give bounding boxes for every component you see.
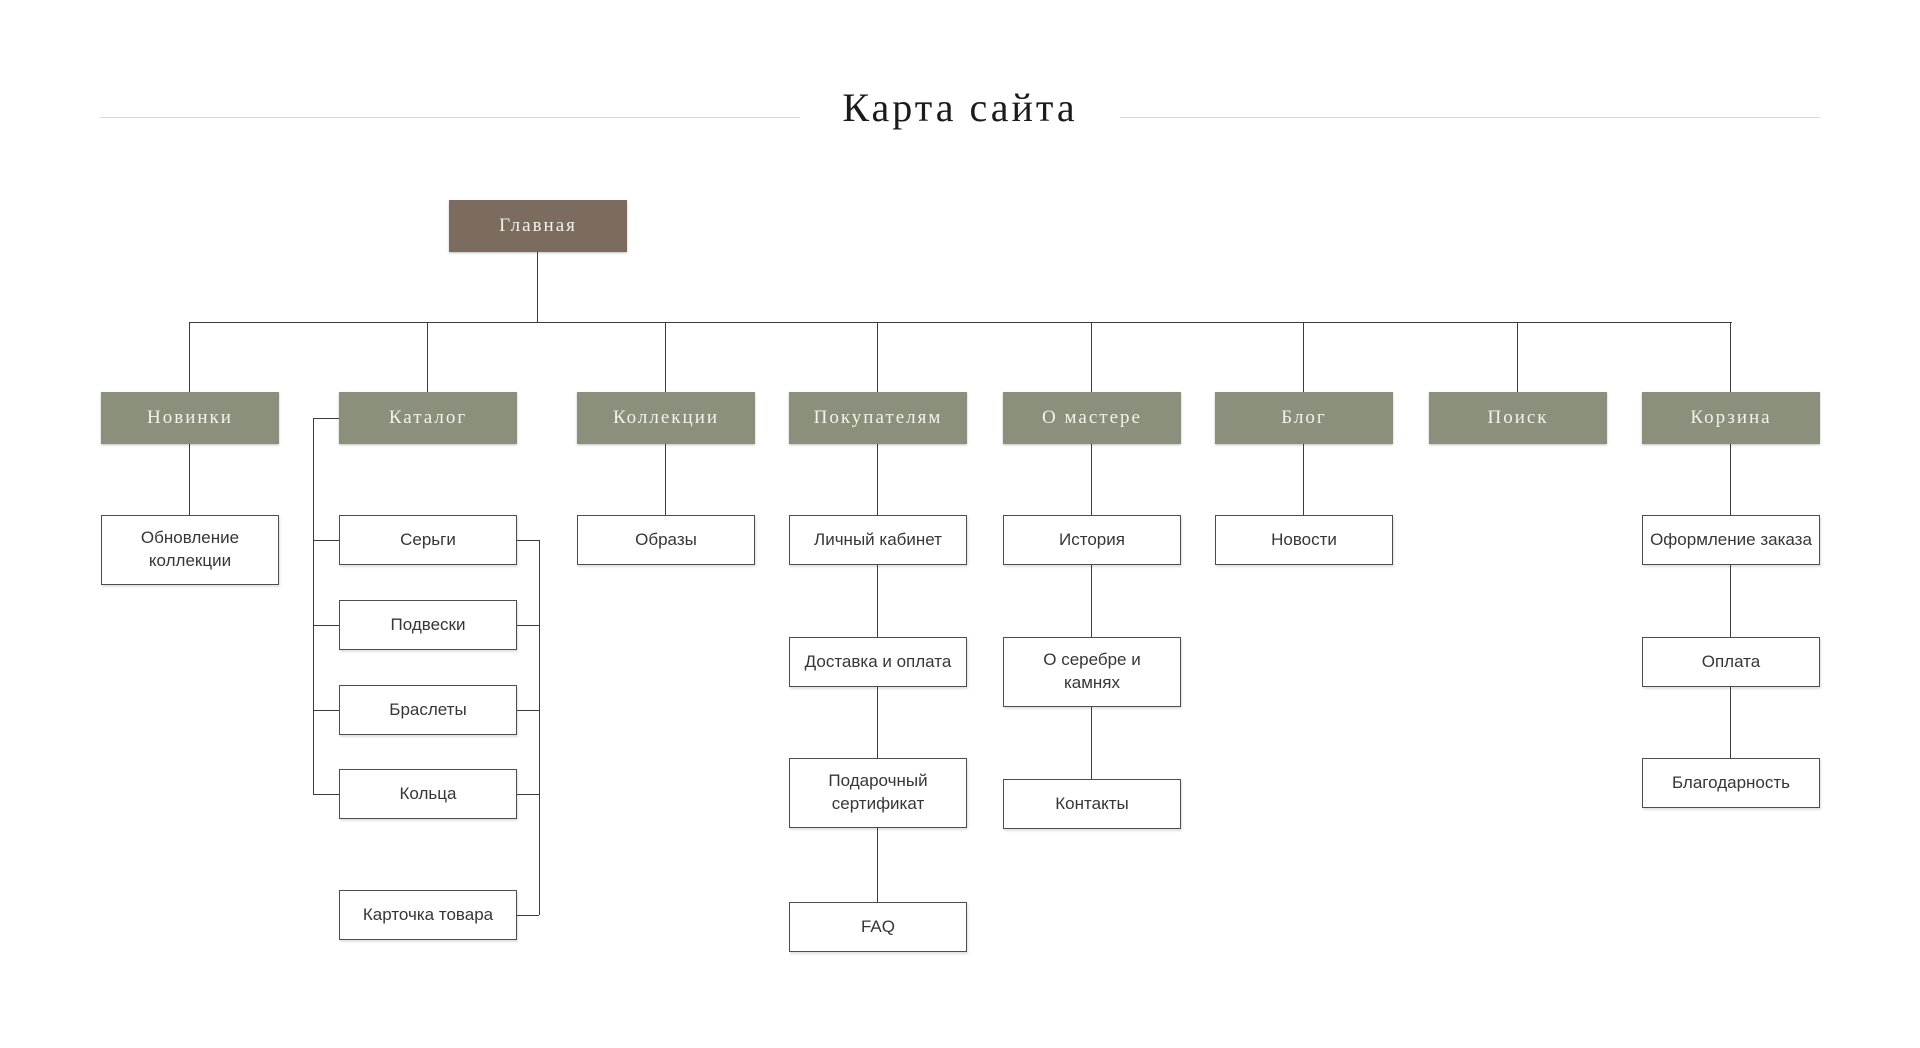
node-oformlenie-zakaza: Оформление заказа [1642,515,1820,565]
connector-line [313,418,339,419]
connector-line [189,444,190,515]
connector-line [1091,707,1092,779]
root-node-label: Главная [499,215,577,236]
section-kollekcii: Коллекции [577,392,755,444]
connector-line [877,565,878,637]
node-blagodarnost: Благодарность [1642,758,1820,808]
section-label: Корзина [1690,407,1772,428]
node-podveski: Подвески [339,600,517,650]
connector-line [313,710,339,711]
connector-line [877,687,878,758]
node-label: Оплата [1701,651,1761,671]
connector-line [313,418,314,794]
connector-line [427,322,428,392]
node-kartochka-tovara: Карточка товара [339,890,517,940]
connector-line [313,540,339,541]
node-kolca: Кольца [339,769,517,819]
connector-line [1517,322,1518,392]
connector-line [313,625,339,626]
connector-line [1091,444,1092,515]
connector-line [1091,322,1092,392]
section-korzina: Корзина [1642,392,1820,444]
node-braslety: Браслеты [339,685,517,735]
connector-line [1730,444,1731,515]
connector-line [189,322,190,392]
page-title: Карта сайта [842,85,1078,130]
section-katalog: Каталог [339,392,517,444]
connector-line [517,794,539,795]
node-oplata: Оплата [1642,637,1820,687]
root-node-glavnaya: Главная [449,200,627,252]
node-obrazy: Образы [577,515,755,565]
node-label: Обновление коллекции [140,528,240,570]
node-label: Карточка товара [362,904,494,924]
node-label: Благодарность [1671,772,1791,792]
connector-line [877,444,878,515]
node-label: Оформление заказа [1650,529,1812,549]
connector-line [517,540,539,541]
node-label: Подвески [390,614,466,634]
connector-line [877,322,878,392]
node-podarochnyj-sertifikat: Подарочный сертификат [789,758,967,828]
connector-line [517,915,539,916]
section-label: Каталог [388,407,468,428]
connector-line [877,828,878,902]
connector-line [189,322,1732,323]
connector-line [1303,322,1304,392]
node-label: История [1059,529,1125,549]
node-label: Браслеты [389,699,467,719]
connector-line [1091,565,1092,637]
section-label: Новинки [147,407,233,428]
node-faq: FAQ [789,902,967,952]
connector-line [665,444,666,515]
connector-line [1730,565,1731,637]
section-o-mastere: О мастере [1003,392,1181,444]
connector-line [665,322,666,392]
node-istoriya: История [1003,515,1181,565]
node-label: Кольца [399,783,457,803]
connector-line [313,794,339,795]
section-label: Покупателям [813,407,943,428]
node-label: Подарочный сертификат [828,771,928,813]
section-label: Поиск [1487,407,1549,428]
node-label: Доставка и оплата [804,651,952,671]
connector-line [539,540,540,915]
node-obnovlenie-kollekcii: Обновление коллекции [101,515,279,585]
connector-line [1730,687,1731,758]
connector-line [1730,322,1731,392]
node-label: Личный кабинет [814,529,942,549]
node-label: Образы [635,529,697,549]
section-pokupatelyam: Покупателям [789,392,967,444]
title-rule-left [100,117,800,118]
section-blog: Блог [1215,392,1393,444]
section-label: Коллекции [612,407,720,428]
connector-line [517,625,539,626]
node-label: Серьги [400,529,456,549]
section-label: О мастере [1042,407,1142,428]
node-sergi: Серьги [339,515,517,565]
node-lichnyj-kabinet: Личный кабинет [789,515,967,565]
section-label: Блог [1281,407,1327,428]
node-kontakty: Контакты [1003,779,1181,829]
node-label: Контакты [1055,793,1129,813]
node-label: Новости [1271,529,1337,549]
section-novinki: Новинки [101,392,279,444]
title-rule-right [1120,117,1820,118]
node-label: О серебре и камнях [1043,650,1141,692]
node-dostavka-i-oplata: Доставка и оплата [789,637,967,687]
connector-line [1303,444,1304,515]
node-label: FAQ [860,916,895,936]
connector-line [517,710,539,711]
section-poisk: Поиск [1429,392,1607,444]
node-o-serebre-i-kamnyah: О серебре и камнях [1003,637,1181,707]
node-novosti: Новости [1215,515,1393,565]
connector-line [537,252,538,322]
